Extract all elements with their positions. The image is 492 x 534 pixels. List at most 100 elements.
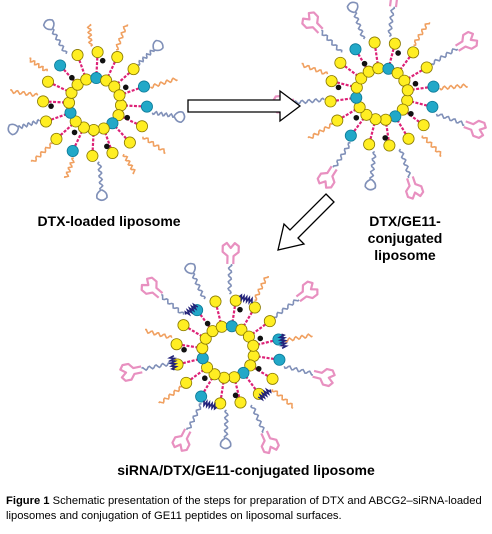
lipid-tail xyxy=(186,326,203,338)
peg-chain xyxy=(137,49,156,66)
peg-chain xyxy=(439,83,469,91)
lipid-tail xyxy=(407,68,424,80)
headgroup-yellow xyxy=(63,96,76,109)
headgroup-yellow xyxy=(363,138,376,151)
peg-loop-end xyxy=(219,437,232,450)
peg-loop-end xyxy=(7,123,20,136)
loop-shape xyxy=(7,123,20,136)
lipid-tail xyxy=(388,47,395,66)
peg-chain xyxy=(320,29,343,53)
ge11-peptide xyxy=(405,176,425,200)
lipid-tail xyxy=(95,56,99,75)
lipid-tail xyxy=(234,380,241,399)
peg-chain xyxy=(284,333,313,343)
peptide-shape xyxy=(140,276,164,299)
sirna-dtx-ge11-liposome xyxy=(119,241,336,455)
peg-chain xyxy=(17,118,41,130)
peg-chain xyxy=(254,275,270,302)
headgroup-yellow xyxy=(383,139,396,152)
headgroup-yellow xyxy=(106,146,119,159)
dtx-drug-molecule xyxy=(122,84,129,91)
headgroup-yellow xyxy=(331,114,344,127)
lipid-tail xyxy=(335,81,354,88)
peg-chain xyxy=(149,77,178,90)
peg-chain xyxy=(398,148,412,179)
dtx-drug-molecule xyxy=(361,60,368,67)
peg-chain xyxy=(86,23,94,47)
peg-loop-end xyxy=(184,262,196,275)
dtx-drug-molecule xyxy=(395,50,401,56)
lipid-tail xyxy=(342,64,359,77)
loop-shape xyxy=(152,39,164,52)
lipid-tail xyxy=(77,58,86,77)
peptide-shape xyxy=(405,176,425,200)
headgroup-yellow xyxy=(248,301,261,314)
headgroup-yellow xyxy=(180,376,193,389)
lipid-tail xyxy=(374,46,379,65)
headgroup-yellow xyxy=(263,315,276,328)
headgroup-yellow xyxy=(391,67,404,80)
headgroup-yellow xyxy=(112,109,125,122)
headgroup-yellow xyxy=(170,338,183,351)
lipid-tail xyxy=(47,100,66,104)
headgroup-yellow xyxy=(379,113,392,126)
ge11-peptide xyxy=(301,11,324,34)
peg-chain xyxy=(186,402,202,430)
peg-chain xyxy=(271,389,294,409)
peg-loop-end xyxy=(42,18,55,31)
headgroup-yellow xyxy=(40,115,53,128)
lipid-tail xyxy=(256,339,275,346)
headgroup-yellow xyxy=(91,46,104,59)
loop-shape xyxy=(346,1,359,14)
ge11-peptide xyxy=(385,0,405,8)
lipid-tail xyxy=(244,375,258,392)
headgroup-yellow xyxy=(113,89,126,102)
headgroup-yellow xyxy=(325,75,338,88)
dtx-drug-molecule xyxy=(412,80,419,87)
lipid-tail xyxy=(231,304,237,323)
lipid-tail xyxy=(91,133,95,152)
lipid-tail xyxy=(251,322,268,336)
lipid-tail xyxy=(116,70,132,85)
lipid-tail xyxy=(219,381,225,400)
dtx-drug-molecule xyxy=(408,110,414,117)
headgroup-yellow xyxy=(360,108,373,121)
headgroup-yellow xyxy=(50,132,63,145)
headgroup-blue xyxy=(137,80,150,93)
peg-chain xyxy=(294,97,325,105)
headgroup-yellow xyxy=(69,115,82,128)
dtx-drug-molecule xyxy=(257,335,264,342)
peg-chain xyxy=(51,28,68,55)
lipid-tail xyxy=(188,368,205,382)
ge11-peptide xyxy=(463,119,487,139)
lipid-tail xyxy=(106,60,117,78)
ge11-peptide xyxy=(140,276,164,299)
dtx-loaded-liposome xyxy=(7,18,186,202)
dtx-drug-molecule xyxy=(353,114,360,121)
headgroup-yellow xyxy=(247,339,260,352)
headgroup-yellow xyxy=(324,95,337,108)
headgroup-yellow xyxy=(266,372,279,385)
peg-chain xyxy=(421,135,442,158)
peg-chain xyxy=(332,141,351,168)
dtx-drug-molecule xyxy=(204,320,211,327)
peg-chain xyxy=(353,11,366,40)
loop-shape xyxy=(95,189,108,202)
dtx-drug-molecule xyxy=(69,74,75,81)
headgroup-blue xyxy=(195,390,208,403)
loop-shape xyxy=(173,111,186,123)
headgroup-yellow xyxy=(127,63,140,76)
peg-chain xyxy=(122,153,136,175)
headgroup-yellow xyxy=(86,149,99,162)
lipid-tail xyxy=(253,366,270,378)
dtx-drug-molecule xyxy=(124,114,131,121)
headgroup-yellow xyxy=(215,320,228,333)
peg-chain xyxy=(160,293,185,315)
lipid-tail xyxy=(352,117,365,134)
peg-chain xyxy=(431,48,459,66)
sirna-dtx-ge11-label: siRNA/DTX/GE11-conjugated liposome xyxy=(117,462,375,478)
dtx-drug-molecule xyxy=(99,57,106,64)
peptide-shape xyxy=(312,367,336,388)
headgroup-blue xyxy=(273,353,286,366)
headgroup-yellow xyxy=(123,136,136,149)
